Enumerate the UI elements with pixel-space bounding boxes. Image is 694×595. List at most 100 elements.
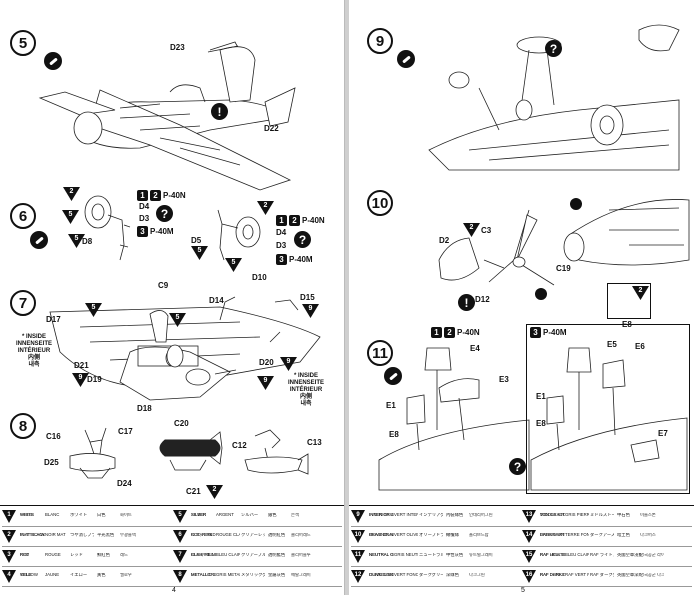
- step-number-6: 6: [10, 203, 36, 229]
- paint-name-cell: シルバー: [241, 513, 259, 517]
- paint-name-cell: インテリアグリーン: [419, 513, 443, 517]
- paint-name-cell: ARGENT: [216, 513, 234, 517]
- paint-callout: 9: [72, 373, 89, 387]
- paint-number-badge: 13: [522, 510, 536, 523]
- step-number-9: 9: [367, 28, 393, 54]
- paint-name-cell: つや消しブラック: [70, 533, 94, 537]
- paint-name-cell: TON GRAUMITTEL: [540, 513, 564, 517]
- paint-name-cell: 中性灰色: [446, 553, 464, 557]
- paint-name-cell: ROUGE: [45, 553, 61, 557]
- part-label-D14: D14: [209, 296, 224, 305]
- book-spine: [345, 0, 349, 595]
- paint-name-cell: 클리어블루: [291, 553, 311, 557]
- paint-name-cell: 미들스톤: [640, 513, 656, 517]
- aircraft-drawing-step5: [38, 41, 296, 191]
- P-40M-variant-box: [526, 324, 690, 494]
- paint-name-cell: JAUNE: [45, 573, 60, 577]
- part-label-E3: E3: [499, 375, 509, 384]
- inside-note-left: * INSIDE INNENSEITE INTÉRIEUR 内側 내측: [15, 334, 52, 368]
- canopy-drawing-P-40M: [530, 347, 688, 491]
- paint-name-cell: 英國空軍淺藍: [617, 553, 641, 557]
- paint-name-cell: INTERIOR GREEN: [369, 513, 394, 517]
- wheel-drawing-right: [217, 209, 261, 261]
- part-label-C21: C21: [186, 487, 201, 496]
- question-icon: ?: [294, 231, 311, 248]
- paint-name-cell: MIDDLE STONE: [540, 513, 565, 517]
- paint-name-cell: NEUTRAL GRAY: [369, 553, 394, 557]
- paint-name-cell: FLAT BLACK: [20, 533, 45, 537]
- question-icon: ?: [156, 205, 173, 222]
- paint-name-cell: GELB: [20, 573, 32, 577]
- paint-callout: 9: [302, 304, 319, 318]
- step-number-8: 8: [10, 413, 36, 439]
- part-label-D8: D8: [82, 237, 93, 246]
- step-number-5: 5: [10, 30, 36, 56]
- cement-icon: [44, 52, 62, 70]
- paint-name-cell: 뉴트럴그레이: [469, 553, 493, 557]
- part-label-D22: D22: [264, 124, 279, 133]
- paint-callout: 5: [225, 258, 242, 272]
- wing-assembly-drawing: [49, 296, 321, 401]
- paint-name-cell: BLEU CLAIR: [216, 553, 240, 557]
- paint-name-cell: VERT OLIVE: [394, 533, 418, 537]
- paint-name-cell: ROUGE CLAIR: [216, 533, 240, 537]
- paint-number-badge: 12: [351, 570, 365, 583]
- paint-name-cell: 內裝綠色: [446, 513, 464, 517]
- paint-name-cell: クリアーブルー: [241, 553, 265, 557]
- paint-name-cell: BRAUNOLIV: [369, 533, 393, 537]
- page-number: 4: [172, 587, 176, 594]
- paint-name-cell: BLAU, REIN: [191, 553, 215, 557]
- paint-name-cell: 다크어스: [640, 533, 656, 537]
- part-label-D24: D24: [117, 479, 132, 488]
- paint-name-cell: RAF LIGHT BLUE: [540, 553, 565, 557]
- paint-number-badge: 3: [2, 550, 16, 563]
- paint-name-cell: 透明紅色: [268, 533, 286, 537]
- part-label-D2: D2: [439, 236, 450, 245]
- paint-number-badge: 1: [2, 510, 16, 523]
- paint-name-cell: 中石色: [617, 513, 630, 517]
- paint-name-cell: BLEU CLAIR RAF: [565, 553, 589, 557]
- paint-name-cell: ニュートラルグレイ: [419, 553, 443, 557]
- paint-number-badge: 6: [173, 530, 187, 543]
- paint-name-cell: RAF ダークグリーン: [590, 573, 614, 577]
- paint-name-cell: METALLGRAU: [191, 573, 215, 577]
- paint-name-cell: 영국공군 라이트블루: [640, 553, 664, 557]
- paint-name-cell: 黃色: [97, 573, 106, 577]
- paint-name-cell: ダークグリーン: [419, 573, 443, 577]
- part-label-C17: C17: [118, 427, 133, 436]
- page-number: 5: [521, 587, 525, 594]
- part-label-C20: C20: [174, 419, 189, 428]
- paint-name-cell: GRIS NEUTRE: [394, 553, 418, 557]
- paint-callout: 2: [257, 201, 274, 215]
- paint-name-cell: DARK EARTH: [540, 533, 565, 537]
- propeller-drawing: [438, 198, 690, 300]
- paint-number-badge: 8: [173, 570, 187, 583]
- paint-callout: 2: [463, 223, 480, 237]
- paint-number-badge: 9: [351, 510, 365, 523]
- question-icon: ?: [509, 458, 526, 475]
- step-number-10: 10: [367, 190, 393, 216]
- part-label-D19: D19: [87, 375, 102, 384]
- part-label-D20: D20: [259, 358, 274, 367]
- part-label-D10: D10: [252, 273, 267, 282]
- paint-number-badge: 16: [522, 570, 536, 583]
- paint-name-cell: レッド: [70, 553, 83, 557]
- paint-name-cell: 英國空軍深綠: [617, 573, 641, 577]
- part-label-C19: C19: [556, 264, 571, 273]
- paint-number-badge: 10: [351, 530, 365, 543]
- paint-callout: 5: [169, 313, 186, 327]
- paint-name-cell: 옐로우: [120, 573, 132, 577]
- paint-callout: 2: [632, 286, 649, 300]
- paint-number-badge: 14: [522, 530, 536, 543]
- paint-number-badge: 2: [2, 530, 16, 543]
- paint-name-cell: 金屬灰色: [268, 573, 286, 577]
- paint-callout: 5: [191, 246, 208, 260]
